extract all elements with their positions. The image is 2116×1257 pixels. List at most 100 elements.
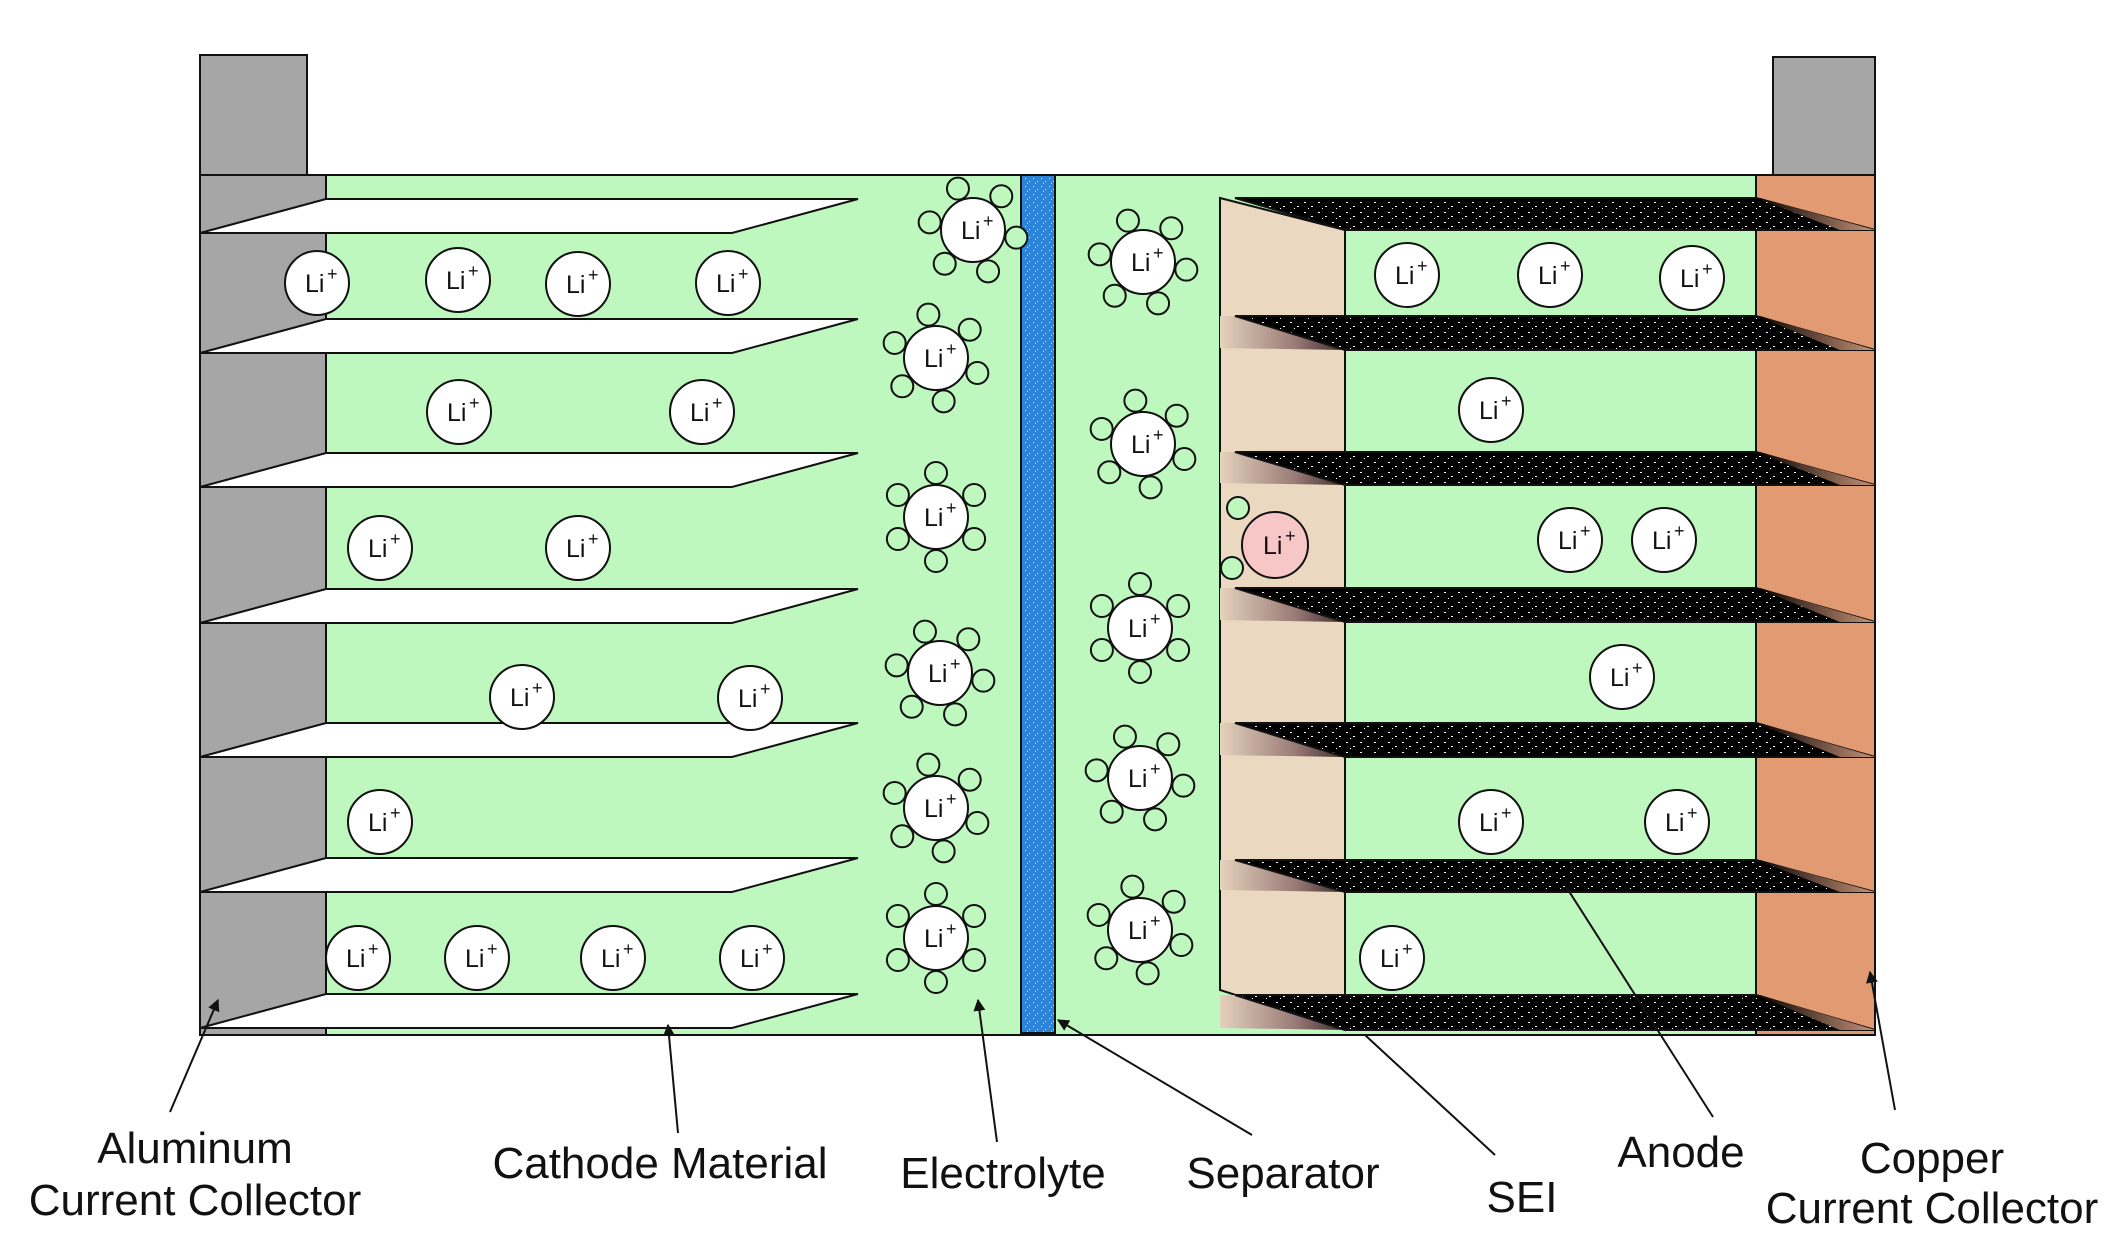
ion-symbol: Li: [1380, 945, 1399, 973]
ion-charge: +: [1402, 939, 1413, 959]
electrolyte-label: Electrolyte: [900, 1149, 1105, 1198]
ion-charge: +: [1560, 256, 1571, 276]
ion-symbol: Li: [465, 945, 484, 973]
ion-symbol: Li: [1395, 262, 1414, 290]
ion-circle: [1107, 745, 1173, 811]
ion-charge: +: [1632, 658, 1643, 678]
ion-charge: +: [1687, 803, 1698, 823]
ion-symbol: Li: [1652, 527, 1671, 555]
ion-charge: +: [1417, 256, 1428, 276]
solvent-molecule: [1169, 933, 1194, 958]
ion-charge: +: [390, 529, 401, 549]
li-ion-17: Li+: [1517, 242, 1583, 308]
solvated-ion-8: Li+: [1089, 388, 1197, 500]
ion-circle: [717, 665, 783, 731]
aluminum-pointer: [169, 998, 220, 1113]
solvent-molecule: [1087, 242, 1112, 267]
ion-charge: +: [983, 211, 994, 231]
aluminum-label-line1: Aluminum: [97, 1124, 293, 1173]
ion-circle: [903, 775, 969, 841]
solvated-ion-7: Li+: [1087, 208, 1199, 316]
separator-label: Separator: [1186, 1149, 1379, 1198]
copper-pointer: [1866, 970, 1896, 1111]
li-ion-24: Li+: [1644, 789, 1710, 855]
ion-symbol: Li: [716, 270, 735, 298]
li-ion-13: Li+: [444, 925, 510, 991]
anode-tip-7: [1756, 995, 1875, 1030]
li-ion-4: Li+: [695, 250, 761, 316]
ion-charge: +: [738, 264, 749, 284]
sei-pointer: [1364, 1034, 1496, 1156]
ion-charge: +: [1674, 521, 1685, 541]
anode-tip-2: [1756, 316, 1875, 350]
anode-label: Anode: [1617, 1128, 1744, 1177]
solvent-molecule: [1143, 807, 1168, 832]
ion-symbol: Li: [1610, 664, 1629, 692]
ion-charge: +: [946, 789, 957, 809]
li-ion-16: Li+: [1374, 242, 1440, 308]
solvent-molecule: [924, 882, 948, 906]
copper-label-line2: Current Collector: [1766, 1184, 2099, 1233]
solvent-molecule: [962, 483, 987, 507]
solvated-ion-core: Li+: [907, 640, 973, 706]
ion-circle: [545, 251, 611, 317]
ion-charge: +: [946, 498, 957, 518]
ion-charge: +: [469, 393, 480, 413]
cathode-label: Cathode Material: [492, 1139, 827, 1188]
solvent-molecule: [962, 948, 987, 972]
solvent-molecule: [1172, 447, 1197, 472]
solvated-ion-1: Li+: [917, 176, 1029, 284]
ion-charge: +: [1153, 243, 1164, 263]
solvated-ion-core: Li+: [1107, 897, 1173, 963]
ion-symbol: Li: [1558, 527, 1577, 555]
ion-charge: +: [1150, 609, 1161, 629]
solvent-molecule: [1094, 946, 1119, 971]
solvent-molecule: [890, 374, 915, 399]
solvent-molecule: [1161, 889, 1186, 914]
ion-symbol: Li: [510, 684, 529, 712]
cathode-material-layers: [199, 198, 859, 1029]
li-ion-7: Li+: [347, 515, 413, 581]
label-pointers: [169, 884, 1896, 1156]
solvated-ion-3: Li+: [885, 461, 987, 573]
anode-tip-1: [1756, 198, 1875, 230]
solvent-molecule: [1156, 732, 1181, 757]
desolvating-ion: Li+: [1220, 496, 1309, 580]
solvated-ion-core: Li+: [1107, 745, 1173, 811]
ion-symbol: Li: [1680, 265, 1699, 293]
solvent-molecule: [885, 527, 910, 551]
ion-charge: +: [487, 939, 498, 959]
cathode-layer-1: [199, 198, 859, 234]
ion-circle: [1458, 377, 1524, 443]
solvated-lithium-ions: Li+Li+Li+Li+Li+Li+Li+Li+Li+Li+Li+: [882, 176, 1199, 994]
cathode-layer-5: [199, 722, 859, 758]
solvent-molecule: [885, 948, 910, 972]
solvated-ion-9: Li+: [1089, 572, 1191, 684]
solvated-ion-2: Li+: [882, 302, 990, 414]
electrolyte-pointer: [973, 998, 998, 1143]
solvent-molecule: [912, 619, 937, 644]
ion-symbol: Li: [1538, 262, 1557, 290]
li-ion-21: Li+: [1631, 507, 1697, 573]
ion-symbol: Li: [1479, 397, 1498, 425]
solvent-molecule: [932, 251, 957, 276]
solvent-molecule: [931, 839, 956, 864]
ion-symbol: Li: [566, 271, 585, 299]
ion-circle: [1537, 507, 1603, 573]
solvent-molecule: [962, 904, 987, 928]
ion-charge: +: [1702, 259, 1713, 279]
ion-charge: +: [588, 265, 599, 285]
ion-circle: [1374, 242, 1440, 308]
cathode-pointer: [663, 1023, 679, 1134]
solvent-molecule: [1089, 638, 1114, 662]
lithium-ions: Li+Li+Li+Li+Li+Li+Li+Li+Li+Li+Li+Li+Li+L…: [284, 242, 1725, 991]
cathode-layer-7: [199, 993, 859, 1029]
solvated-ion-core: Li+: [1110, 411, 1176, 477]
anode-pointer: [1564, 884, 1714, 1118]
solvent-molecule: [1086, 902, 1111, 927]
highlighted-li-ion: Li+: [1241, 511, 1309, 579]
solvent-molecule: [962, 527, 987, 551]
solvent-molecule: [885, 904, 910, 928]
ion-circle: [580, 925, 646, 991]
